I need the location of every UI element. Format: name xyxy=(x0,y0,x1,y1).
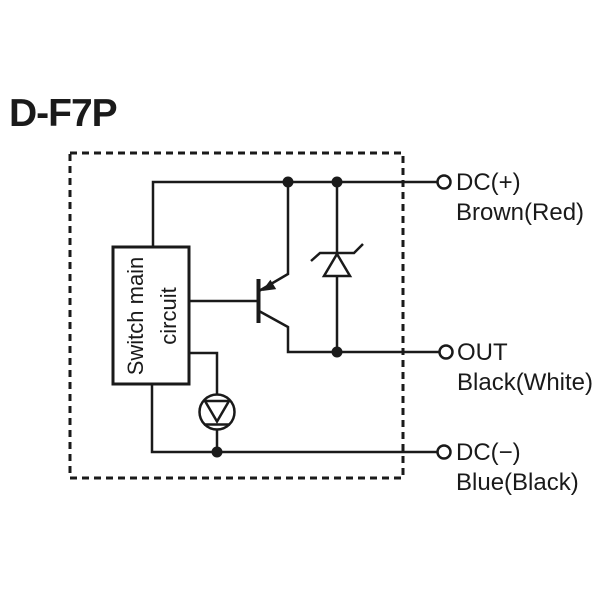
terminal-out xyxy=(438,344,454,360)
page-title: D-F7P xyxy=(9,92,118,135)
junction-dot xyxy=(331,176,343,188)
junction-dot xyxy=(331,346,343,358)
junction-dots xyxy=(211,176,343,458)
terminal-dc-minus-wire-color: Blue(Black) xyxy=(456,469,579,496)
led-circle xyxy=(198,393,236,431)
switch-main-circuit-label-line2: circuit xyxy=(156,287,181,344)
switch-main-circuit-box: Switch main circuit xyxy=(111,245,191,386)
wire-collector-out xyxy=(258,309,440,354)
led-triangle xyxy=(202,399,232,424)
zener-diode-icon xyxy=(310,243,364,278)
zener-triangle xyxy=(321,251,353,278)
terminal-dc-plus-wire-color: Brown(Red) xyxy=(456,199,584,226)
terminal-labels: DC(+) Brown(Red) OUT Black(White) DC(−) … xyxy=(456,169,593,496)
wire-emitter xyxy=(258,182,290,293)
switch-enclosure-dashed-border xyxy=(68,151,405,480)
terminal-out-label: OUT xyxy=(457,339,508,366)
terminals xyxy=(436,174,454,460)
switch-main-circuit-outline xyxy=(111,245,191,386)
transistor-emitter-arrow xyxy=(262,279,277,291)
junction-dot xyxy=(282,176,294,188)
terminal-dc-plus-label: DC(+) xyxy=(456,169,521,196)
zener-cathode-bar xyxy=(310,243,364,262)
wire-dc-plus-rail xyxy=(151,180,438,247)
terminal-dc-minus-label: DC(−) xyxy=(456,439,521,466)
wire-dc-minus-rail xyxy=(150,384,438,454)
terminal-dc-plus xyxy=(436,174,452,190)
wires xyxy=(150,180,440,454)
pnp-transistor-icon xyxy=(256,279,277,323)
wire-led-feed xyxy=(189,351,219,395)
junction-dot xyxy=(211,446,223,458)
switch-main-circuit-label-line1: Switch main xyxy=(123,257,148,376)
led-indicator-icon xyxy=(198,393,236,431)
terminal-dc-minus xyxy=(436,444,452,460)
terminal-out-wire-color: Black(White) xyxy=(457,369,593,396)
